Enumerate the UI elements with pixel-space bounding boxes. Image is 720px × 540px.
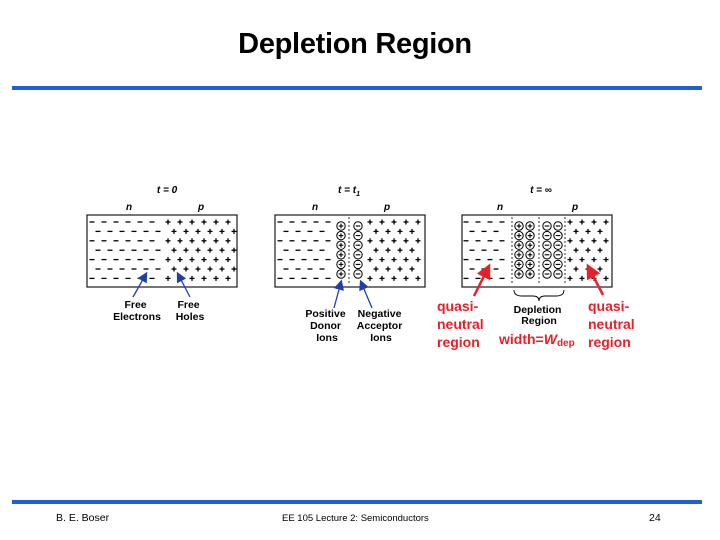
footer-page-number: 24 [649,512,661,524]
annotation-right-line1: quasi- [588,298,630,314]
callout-free-holes-line2: Holes [176,311,205,323]
panel-t1-acceptor-ions [353,221,363,279]
panel-t1-time-label: t = t [338,185,357,196]
annotation-left-line1: quasi- [437,298,479,314]
panel-t1: t = t1 n p Positive Donor Ions Negative … [274,185,426,344]
panel-tinf-donor-ions-col1 [514,221,524,279]
panel-t0: t = 0 n p Free Electrons Free Holes [86,185,238,323]
svg-text:Free Electrons: Free Electrons [113,299,161,323]
quasi-neutral-left-arrow [472,263,491,297]
panel-t1-free-electrons [277,221,331,280]
callout-depletion-line2: Region [521,315,557,327]
footer-author: B. E. Boser [56,512,110,524]
annotation-width-symbol: W [544,331,559,347]
callout-free-electrons-line2: Electrons [113,311,161,323]
panel-tinf-n-label: n [497,202,503,213]
annotation-right-line2: neutral [588,316,635,332]
panel-t0-time-label: t = 0 [157,185,178,196]
bottom-divider-rule [12,500,702,504]
panel-t0-electron-arrow [132,271,148,298]
slide-title: Depletion Region [238,28,472,60]
annotation-right-line3: region [588,334,631,350]
annotation-left-line2: neutral [437,316,484,332]
annotation-left-line3: region [437,334,480,350]
panel-tinf-time-label: t = ∞ [530,185,552,196]
footer-course: EE 105 Lecture 2: Semiconductors [282,513,429,524]
panel-t1-time-subscript: 1 [356,191,360,198]
svg-text:Negative Acceptor: Negative Acceptor Ions [357,308,405,344]
callout-acceptor-line3: Ions [370,332,392,344]
svg-text:t = t1: t = t1 [338,185,360,198]
panel-t1-free-holes [367,219,421,281]
panel-t1-donor-ions [336,221,346,279]
depletion-region-brace [513,289,565,302]
panel-t1-donor-arrow [333,279,344,309]
panel-t0-p-label: p [197,202,204,213]
svg-text:width=Wdep: width=Wdep [498,331,575,349]
panel-tinf-free-holes [567,219,609,281]
panel-tinf-acceptor-ions-col1 [542,221,552,279]
annotation-width-prefix: width= [498,331,544,347]
quasi-neutral-right-arrow [586,263,605,296]
svg-text:Positive Donor Ion: Positive Donor Ions [305,308,348,344]
panel-t0-free-electrons [89,221,161,280]
svg-text:Free Holes: Free Holes [176,299,205,323]
svg-text:quasi- neutral reg: quasi- neutral region [588,298,639,350]
callout-free-electrons-line1: Free [124,299,146,311]
panel-t0-n-label: n [126,202,132,213]
panel-t1-acceptor-arrow [359,279,373,309]
panel-t0-semiconductor-bar [86,214,238,288]
svg-text:quasi- neutral reg: quasi- neutral region [437,298,488,350]
panel-t1-semiconductor-bar [274,214,426,288]
callout-acceptor-line2: Acceptor [357,320,403,332]
panel-t0-hole-arrow [176,271,191,298]
panel-tinf-acceptor-ions-col2 [553,221,563,279]
panel-t1-p-label: p [383,202,390,213]
svg-text:Depletion Region: Depletion Region [514,304,565,327]
callout-acceptor-line1: Negative [358,308,402,320]
panel-t1-n-label: n [312,202,318,213]
callout-donor-line1: Positive [305,308,345,320]
annotation-width-subscript: dep [557,338,575,349]
callout-donor-line3: Ions [316,332,338,344]
panel-tinf-donor-ions-col2 [525,221,535,279]
callout-depletion-line1: Depletion [514,304,562,316]
panel-tinf-p-label: p [571,202,578,213]
panel-tinf: t = ∞ n p Depletion Region quasi- neutra… [437,185,639,350]
callout-donor-line2: Donor [310,320,341,332]
callout-free-holes-line1: Free [177,299,199,311]
top-divider-rule [12,86,702,90]
